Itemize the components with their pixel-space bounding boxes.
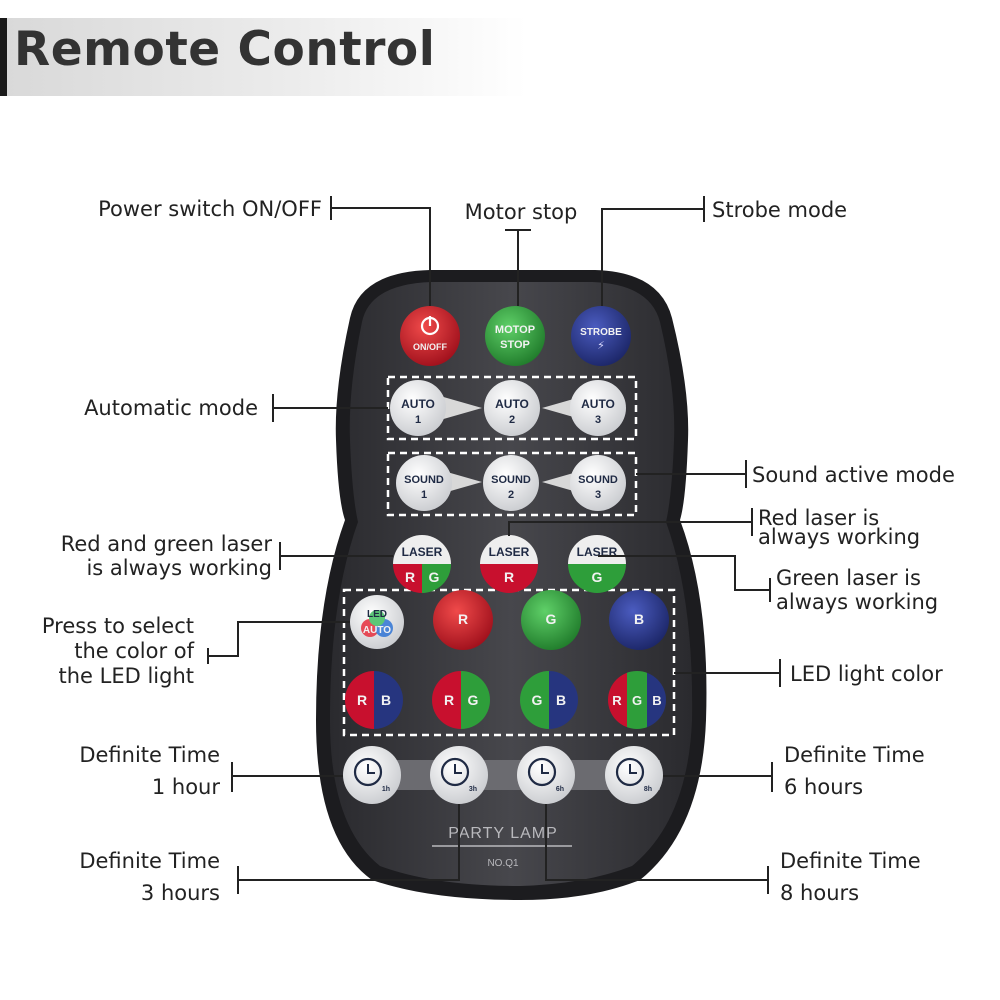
timer-8h-button[interactable]: 8h <box>605 746 663 804</box>
svg-text:3h: 3h <box>469 786 477 793</box>
svg-text:G: G <box>429 569 440 585</box>
svg-text:3: 3 <box>595 489 601 501</box>
label-time-1h-line1: Definite Time <box>79 743 220 767</box>
svg-text:SOUND: SOUND <box>491 474 531 486</box>
clock-icon <box>440 757 470 787</box>
sound-3-button[interactable]: SOUND 3 <box>570 455 626 511</box>
label-rg-laser-line1: Red and green laser <box>61 532 273 556</box>
svg-text:B: B <box>381 692 391 708</box>
led-group-outline <box>342 588 676 737</box>
label-green-laser-line2: always working <box>776 590 938 614</box>
svg-text:STROBE: STROBE <box>580 327 622 338</box>
auto-3-button[interactable]: AUTO 3 <box>570 380 626 436</box>
label-power-switch: Power switch ON/OFF <box>98 197 322 221</box>
label-led-light-color: LED light color <box>790 662 943 686</box>
led-green-button[interactable]: G <box>521 590 581 650</box>
svg-text:LED: LED <box>367 609 387 620</box>
svg-text:G: G <box>546 611 557 627</box>
label-green-laser-line1: Green laser is <box>776 566 921 590</box>
power-button[interactable]: ON/OFF <box>400 306 460 366</box>
svg-text:1: 1 <box>421 489 427 501</box>
svg-text:AUTO: AUTO <box>401 397 435 411</box>
label-strobe-mode: Strobe mode <box>712 198 847 222</box>
label-time-3h-line1: Definite Time <box>79 849 220 873</box>
label-red-laser-line2: always working <box>758 525 920 549</box>
svg-text:3: 3 <box>595 414 601 426</box>
svg-text:6h: 6h <box>556 786 564 793</box>
label-time-3h-line2: 3 hours <box>141 881 220 905</box>
svg-text:G: G <box>632 693 642 708</box>
svg-text:R: R <box>504 569 514 585</box>
clock-icon <box>615 757 645 787</box>
svg-text:B: B <box>634 611 644 627</box>
svg-text:R: R <box>357 692 367 708</box>
auto-2-button[interactable]: AUTO 2 <box>484 380 540 436</box>
header-accent-bar <box>0 18 7 96</box>
svg-text:G: G <box>468 692 479 708</box>
svg-text:STOP: STOP <box>500 339 530 351</box>
timer-6h-button[interactable]: 6h <box>517 746 575 804</box>
svg-text:LASER: LASER <box>402 545 443 559</box>
svg-text:G: G <box>592 569 603 585</box>
led-auto-button[interactable]: LED AUTO <box>350 595 404 649</box>
svg-text:R: R <box>612 693 622 708</box>
timer-1h-button[interactable]: 1h <box>343 746 401 804</box>
leader-lines <box>207 196 781 894</box>
model-label: NO.Q1 <box>487 858 519 869</box>
led-red-green-button[interactable]: R G <box>431 670 491 730</box>
led-red-button[interactable]: R <box>433 590 493 650</box>
svg-text:R: R <box>444 692 454 708</box>
label-red-laser-line1: Red laser is <box>758 506 879 530</box>
svg-text:B: B <box>652 693 661 708</box>
clock-icon <box>353 757 383 787</box>
svg-text:SOUND: SOUND <box>404 474 444 486</box>
label-motor-stop: Motor stop <box>465 200 578 224</box>
sound-1-button[interactable]: SOUND 1 <box>396 455 452 511</box>
header-background <box>7 18 527 96</box>
svg-text:MOTOP: MOTOP <box>495 324 535 336</box>
svg-text:2: 2 <box>508 489 514 501</box>
svg-text:LASER: LASER <box>489 545 530 559</box>
sound-group-outline <box>386 451 638 517</box>
svg-text:AUTO: AUTO <box>495 397 529 411</box>
label-time-8h-line2: 8 hours <box>780 881 859 905</box>
label-press-select-line3: the LED light <box>59 664 195 688</box>
svg-text:8h: 8h <box>644 786 652 793</box>
label-press-select-line1: Press to select <box>42 614 194 638</box>
svg-text:AUTO: AUTO <box>363 625 391 636</box>
auto-connector-1 <box>440 396 482 420</box>
svg-text:2: 2 <box>509 414 515 426</box>
label-press-select-line2: the color of <box>74 639 194 663</box>
auto-1-button[interactable]: AUTO 1 <box>390 380 446 436</box>
svg-text:G: G <box>532 692 543 708</box>
page-title: Remote Control <box>14 22 436 77</box>
svg-text:1: 1 <box>415 414 421 426</box>
svg-text:1h: 1h <box>382 786 390 793</box>
led-blue-button[interactable]: B <box>609 590 669 650</box>
svg-text:R: R <box>405 569 415 585</box>
svg-text:R: R <box>458 611 468 627</box>
brand-label: PARTY LAMP <box>448 825 558 842</box>
led-rgb-button[interactable]: R G B <box>607 670 667 730</box>
strobe-button[interactable]: STROBE ⚡ <box>571 306 631 366</box>
svg-text:ON/OFF: ON/OFF <box>413 342 447 352</box>
lightning-icon: ⚡ <box>597 339 605 352</box>
label-time-8h-line1: Definite Time <box>780 849 921 873</box>
label-time-6h-line2: 6 hours <box>784 775 863 799</box>
label-time-6h-line1: Definite Time <box>784 743 925 767</box>
sound-2-button[interactable]: SOUND 2 <box>483 455 539 511</box>
clock-icon <box>527 757 557 787</box>
motor-stop-button[interactable]: MOTOP STOP <box>485 306 545 366</box>
svg-text:B: B <box>556 692 566 708</box>
label-rg-laser-line2: is always working <box>86 556 272 580</box>
label-automatic-mode: Automatic mode <box>84 396 258 420</box>
label-sound-active-mode: Sound active mode <box>752 463 955 487</box>
label-time-1h-line2: 1 hour <box>152 775 221 799</box>
svg-text:SOUND: SOUND <box>578 474 618 486</box>
timer-3h-button[interactable]: 3h <box>430 746 488 804</box>
svg-text:AUTO: AUTO <box>581 397 615 411</box>
